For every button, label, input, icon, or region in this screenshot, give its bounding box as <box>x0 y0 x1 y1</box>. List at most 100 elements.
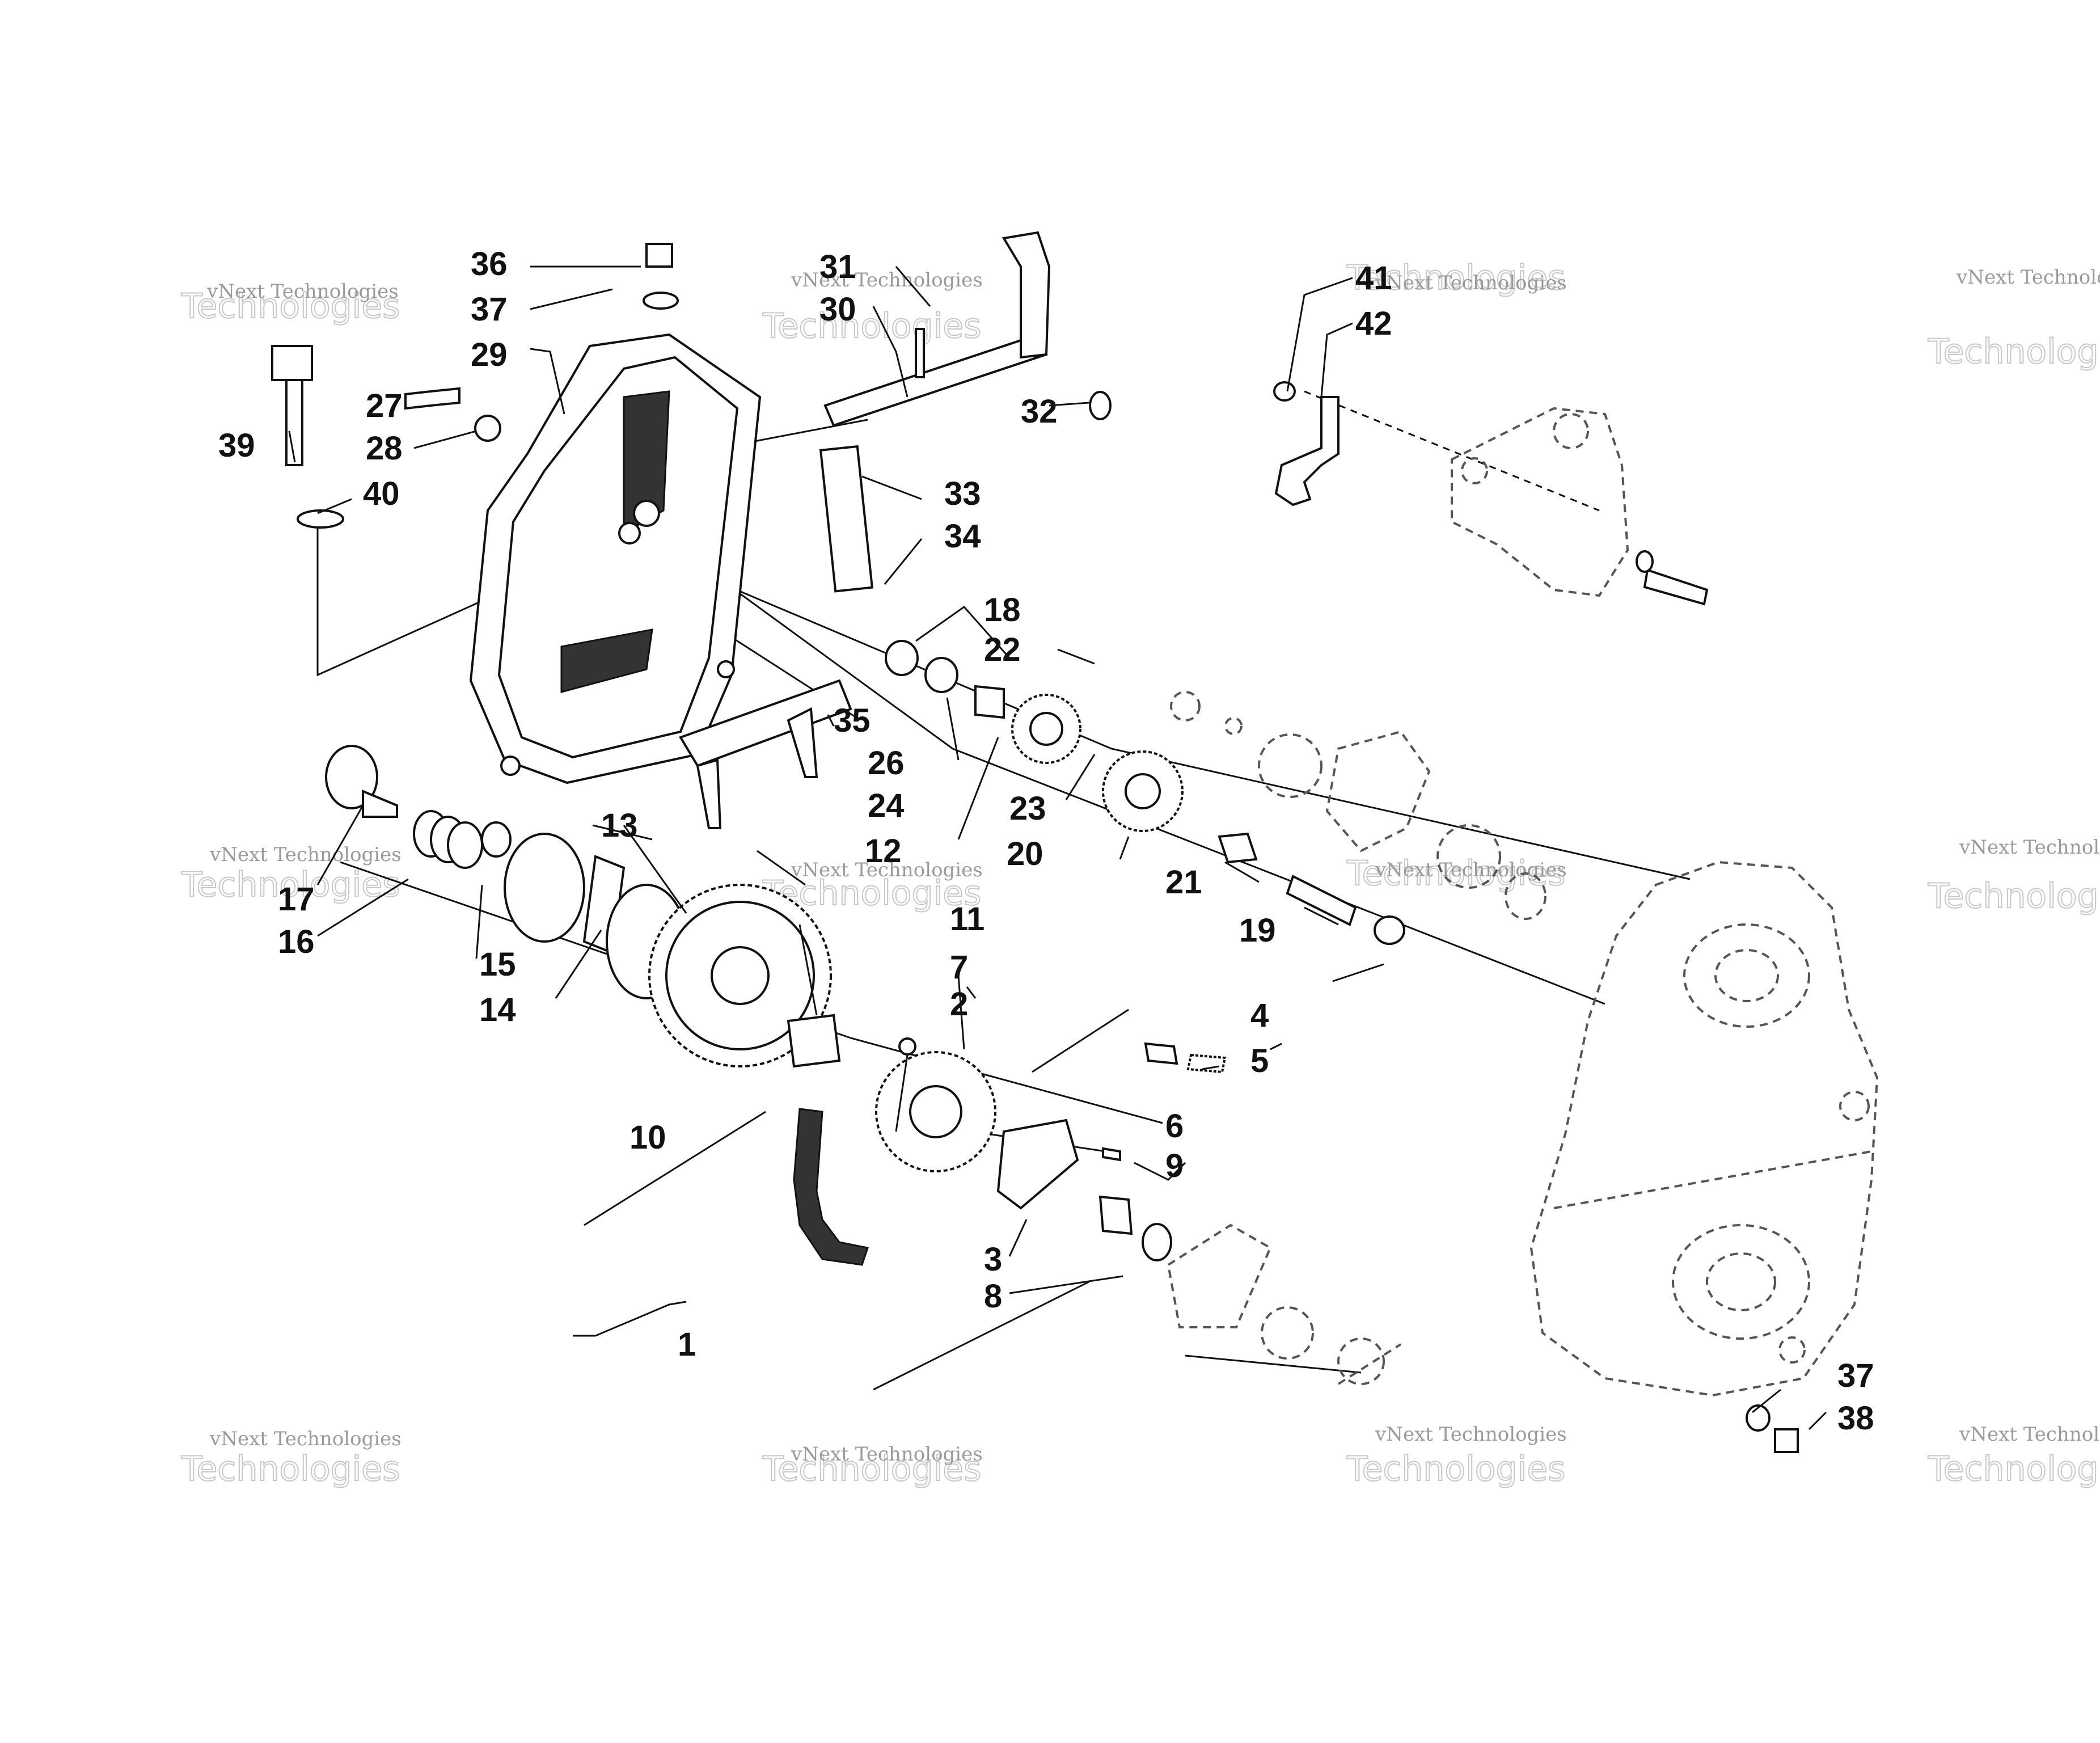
spacer-icon <box>1218 832 1258 864</box>
o-ring-icon <box>297 509 344 529</box>
svg-text:Technologies: Technologies <box>1346 258 1565 298</box>
svg-text:vNext Technologies: vNext Technologies <box>1375 1423 1567 1446</box>
svg-text:Technologies: Technologies <box>762 1449 981 1489</box>
callout-17: 17 <box>278 881 315 918</box>
washer-icon <box>1636 550 1654 573</box>
callout-24: 24 <box>868 787 905 824</box>
reverse-gear-icon <box>875 1051 996 1172</box>
shift-fork-icon <box>679 679 852 829</box>
watermark: Technologies vNext Technologies <box>180 280 400 327</box>
callout-16: 16 <box>278 923 315 960</box>
svg-text:vNext Technologies: vNext Technologies <box>791 269 983 292</box>
chaincase-cover-icon <box>469 333 762 784</box>
svg-text:vNext Technologies: vNext Technologies <box>791 1443 983 1466</box>
drain-plug-icon <box>643 243 679 310</box>
callout-40: 40 <box>363 475 400 512</box>
svg-text:Technologies: Technologies <box>1346 1449 1565 1489</box>
ghost-bracket-icon <box>1167 1223 1402 1385</box>
callout-32: 32 <box>1021 393 1058 430</box>
callout-27: 27 <box>366 387 403 424</box>
shim-icon <box>504 833 585 943</box>
watermark: Technologies vNext Technologies <box>1346 258 1567 298</box>
callout-5: 5 <box>1250 1043 1269 1079</box>
driven-shaft-icon <box>325 745 398 818</box>
gear-hub-icon <box>1125 773 1161 809</box>
callout-29: 29 <box>471 336 508 373</box>
callout-37: 37 <box>1837 1357 1874 1394</box>
driven-sprocket-icon <box>648 884 832 1067</box>
watermark: Technologies vNext Technologies <box>1927 836 2100 917</box>
callout-35: 35 <box>834 702 871 739</box>
svg-text:Technologies: Technologies <box>181 1449 400 1489</box>
watermarks: Technologies vNext Technologies Technolo… <box>180 258 2100 1489</box>
bolt-icon <box>404 387 460 410</box>
svg-text:vNext Technologies: vNext Technologies <box>206 280 399 303</box>
bearing-icon <box>1098 1195 1133 1235</box>
svg-text:vNext Technologies: vNext Technologies <box>1956 266 2100 289</box>
callout-6: 6 <box>1165 1108 1184 1145</box>
svg-text:vNext Technologies: vNext Technologies <box>1959 836 2100 859</box>
callout-19: 19 <box>1239 912 1276 949</box>
watermark: Technologies vNext Technologies <box>180 843 402 905</box>
bearing-icon <box>974 685 1005 719</box>
callout-38: 38 <box>1837 1400 1874 1437</box>
callout-37: 37 <box>471 291 508 328</box>
callout-22: 22 <box>984 631 1021 668</box>
watermark: Technologies vNext Technologies <box>1346 853 1567 894</box>
callout-15: 15 <box>479 946 516 983</box>
callout-4: 4 <box>1250 997 1269 1034</box>
callout-12: 12 <box>865 833 902 870</box>
callout-9: 9 <box>1165 1147 1184 1184</box>
callout-8: 8 <box>984 1278 1002 1315</box>
watermark: Technologies vNext Technologies <box>1927 266 2100 372</box>
callout-31: 31 <box>819 248 856 285</box>
retaining-ring-icon <box>481 821 512 858</box>
pin-icon <box>1144 1042 1178 1065</box>
svg-text:vNext Technologies: vNext Technologies <box>791 859 983 881</box>
bolt-icon <box>1643 568 1709 606</box>
washer-icon <box>885 640 919 676</box>
callout-23: 23 <box>1009 790 1046 827</box>
svg-text:vNext Technologies: vNext Technologies <box>1375 272 1567 294</box>
callout-34: 34 <box>944 518 981 555</box>
callout-39: 39 <box>218 427 255 464</box>
chaincase-housing-ghost-icon <box>1529 860 1879 1397</box>
callout-1: 1 <box>678 1326 696 1363</box>
shift-shaft-icon <box>823 231 1112 427</box>
washer-icon <box>924 657 958 693</box>
bushing-icon <box>898 1037 916 1056</box>
callout-leaders <box>288 265 1827 1430</box>
callout-20: 20 <box>1007 835 1043 872</box>
drain-plug-icon <box>1746 1404 1799 1453</box>
callout-2: 2 <box>950 986 968 1023</box>
callout-26: 26 <box>868 745 905 782</box>
callout-10: 10 <box>629 1119 666 1156</box>
callout-14: 14 <box>479 991 516 1028</box>
callout-42: 42 <box>1355 305 1392 342</box>
collar-icon <box>996 1119 1079 1210</box>
hub-icon <box>787 1014 841 1068</box>
svg-text:Technologies: Technologies <box>1346 854 1565 893</box>
callout-21: 21 <box>1165 864 1202 901</box>
watermark: Technologies vNext Technologies <box>1927 1423 2100 1489</box>
svg-text:Technologies: Technologies <box>181 865 400 905</box>
nut-icon <box>1273 381 1296 402</box>
screw-icon <box>1102 1147 1121 1162</box>
callout-41: 41 <box>1355 260 1392 297</box>
svg-text:Technologies: Technologies <box>762 306 981 346</box>
svg-text:Technologies: Technologies <box>1928 1449 2100 1489</box>
svg-text:vNext Technologies: vNext Technologies <box>209 843 402 866</box>
callout-33: 33 <box>944 475 981 512</box>
spring-icon <box>413 810 483 869</box>
gear-hub-icon <box>1029 712 1063 746</box>
watermark: Technologies vNext Technologies <box>1346 1423 1567 1489</box>
chain-icon <box>793 1108 869 1266</box>
dipstick-icon <box>271 345 313 466</box>
svg-text:Technologies: Technologies <box>1928 876 2100 916</box>
brake-lever-icon <box>1274 396 1340 507</box>
callout-13: 13 <box>601 807 638 844</box>
parts <box>271 231 1879 1453</box>
callout-36: 36 <box>471 246 508 282</box>
svg-text:vNext Technologies: vNext Technologies <box>209 1428 402 1450</box>
